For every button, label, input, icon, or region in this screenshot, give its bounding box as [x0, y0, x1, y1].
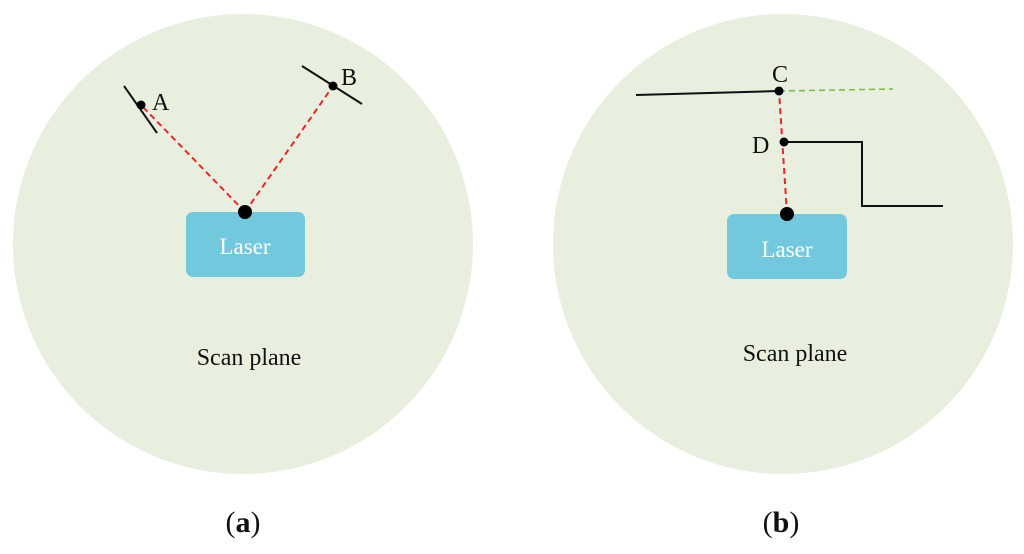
point-b-label: B [341, 65, 357, 91]
surface-extension-c [778, 88, 894, 92]
laser-box-b [727, 214, 847, 279]
laser-beam-to-b [244, 85, 334, 213]
panel-b: Laser C D Scan plane [553, 14, 1013, 474]
surface-segment-a [123, 85, 158, 134]
scan-plane-label-a: Scan plane [197, 345, 302, 371]
scan-plane-label-b: Scan plane [743, 341, 848, 367]
laser-label-a: Laser [219, 234, 270, 259]
point-a-label: A [152, 90, 170, 116]
subfigure-label-b-letter: b [773, 506, 790, 539]
point-a-marker [136, 100, 146, 110]
point-b-marker [328, 81, 338, 91]
laser-origin-point-a [238, 205, 252, 219]
point-d-marker [779, 137, 789, 147]
subfigure-label-b-close: ) [789, 506, 799, 539]
point-d-label: D [752, 133, 769, 159]
subfigure-label-b: (b) [763, 506, 800, 539]
subfigure-label-a-close: ) [251, 506, 261, 539]
surface-line-c [635, 90, 780, 96]
subfigure-label-a-letter: a [236, 506, 251, 539]
subfigure-label-a: (a) [226, 506, 261, 539]
point-c-marker [774, 86, 784, 96]
panel-a: Laser A B Scan plane [13, 14, 473, 474]
point-c-label: C [772, 62, 788, 88]
laser-beam-to-a [140, 104, 246, 213]
subfigure-label-b-open: ( [763, 506, 773, 539]
laser-origin-point-b [780, 207, 794, 221]
laser-label-b: Laser [761, 237, 812, 262]
laser-beam-to-c [778, 90, 788, 215]
laser-box-a [186, 212, 305, 277]
step-profile-d [784, 141, 943, 207]
subfigure-label-a-open: ( [226, 506, 236, 539]
